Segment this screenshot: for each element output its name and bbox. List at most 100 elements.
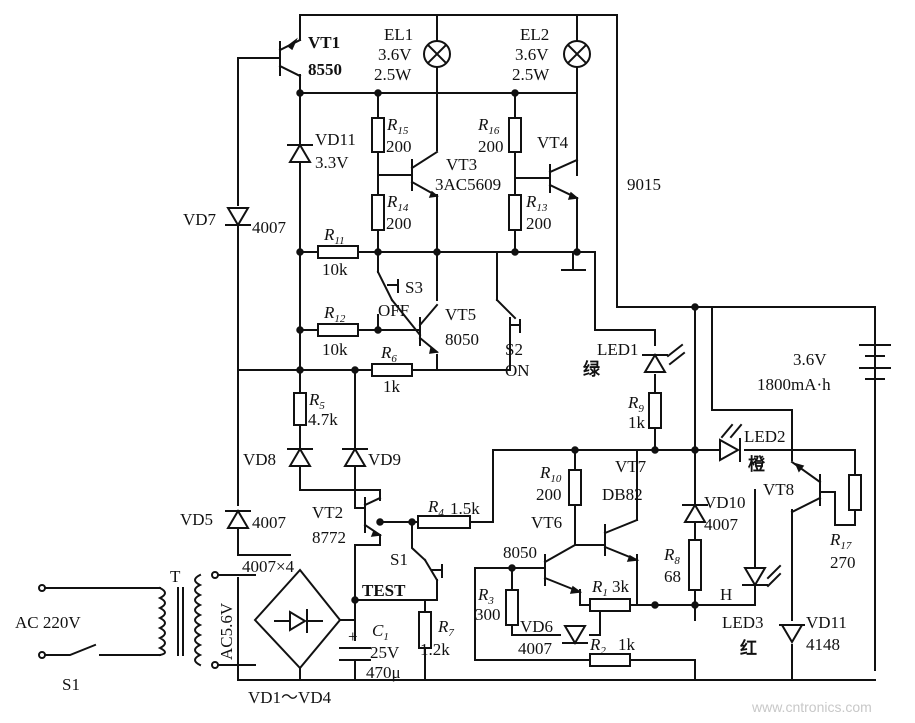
switch-s2 [495,298,521,333]
label-r8: R8 68 [663,545,681,586]
r6-line [237,317,511,371]
label-vt3: VT3 [446,155,477,174]
label-s1-test: S1 [390,550,408,569]
diode-vd9 [342,447,368,467]
label-el1-voltage: 3.6V [378,45,412,64]
junctions [296,89,699,609]
transistor-vt3 [410,150,439,198]
label-r6: R6 1k [380,343,401,396]
svg-text:300: 300 [475,605,501,624]
diode-vd8 [287,447,313,467]
resistor-r5 [293,392,307,426]
label-el2: EL2 [520,25,549,44]
label-led3: LED3 [722,613,764,632]
label-led2-color: 橙 [748,454,766,474]
svg-text:1.2k: 1.2k [420,640,450,659]
label-r3: R3 300 [475,585,501,624]
wires [41,14,876,681]
diode-vd11-zener [287,143,313,163]
label-vd10-value: 4007 [704,515,739,534]
label-node-h: H [720,585,732,604]
label-r4: R4 1.5k [427,497,480,519]
label-r9: R9 1k [627,393,646,432]
resistor-r9 [648,392,662,429]
label-r1: R1 3k [591,577,630,599]
resistor-r2 [589,653,631,667]
label-vd7-value: 4007 [252,218,287,237]
label-ac: AC 220V [15,613,81,632]
transistor-vt5 [418,303,440,354]
label-r11: R11 10k [322,225,348,279]
svg-text:R7: R7 [437,617,454,639]
svg-text:10k: 10k [322,340,348,359]
label-vd8: VD8 [243,450,276,469]
svg-text:1.5k: 1.5k [450,499,480,518]
label-el1-power: 2.5W [374,65,412,84]
resistor-r11 [317,245,359,259]
label-vd11-zener: VD11 [315,130,356,149]
resistor-r16 [508,117,522,153]
label-vd9: VD9 [368,450,401,469]
label-r17: R17 270 [829,530,856,572]
label-vt5: VT5 [445,305,476,324]
label-vd11-zener-value: 3.3V [315,153,349,172]
transistor-vt2 [363,496,383,537]
svg-text:200: 200 [478,137,504,156]
svg-text:R10: R10 [539,463,562,485]
svg-text:270: 270 [830,553,856,572]
label-vt6: VT6 [531,513,562,532]
r4-right [469,449,696,523]
positive-rail [299,14,696,621]
svg-text:10k: 10k [322,260,348,279]
lamp-el1 [423,40,451,68]
label-s2: S2 [505,340,523,359]
label-vt1-model: 8550 [308,60,342,79]
transistor-vt7 [603,518,640,562]
resistor-r15 [371,117,385,153]
label-s1-ac: S1 [62,675,80,694]
label-secondary: AC5.6V [217,602,236,660]
label-transformer: T [170,567,181,586]
diode-vd5 [225,509,251,529]
led-led1 [642,343,686,373]
transformer-t [38,571,219,669]
lamp-el2 [563,40,591,68]
label-vd11-signal-value: 4148 [806,635,840,654]
svg-text:R6: R6 [380,343,397,365]
r17-bottom [834,509,856,526]
vd8-bottom [299,467,381,491]
diode-vd10 [682,503,708,523]
resistor-r6 [371,363,413,377]
label-led3-color: 红 [740,638,757,658]
vd6-right [589,604,601,636]
label-vt4: VT4 [537,133,569,152]
diode-vd11-signal [779,624,805,644]
label-r15: R15 200 [386,115,412,156]
label-c1-plus: + [348,627,358,646]
label-vd5-value: 4007 [252,513,287,532]
svg-text:R13: R13 [525,192,548,214]
label-vd11-signal: VD11 [806,613,847,632]
svg-text:R5: R5 [308,390,325,412]
svg-text:R4: R4 [427,497,444,519]
label-vd6-value: 4007 [518,639,553,658]
transistor-vt1 [269,37,302,78]
label-r16: R16 200 [477,115,504,156]
svg-text:R12: R12 [323,303,346,325]
svg-text:R1: R1 [591,577,608,599]
label-vt7-model: DB82 [602,485,643,504]
resistor-r13 [508,194,522,231]
vt8-collector-wire [711,306,793,461]
label-led1-color: 绿 [583,359,601,379]
s1-test-top [411,521,427,562]
label-battery-voltage: 3.6V [793,350,827,369]
label-r5: R5 4.7k [308,390,338,429]
label-9015: 9015 [627,175,661,194]
label-vt2: VT2 [312,503,343,522]
label-bridge-name: VD1～VD4 [248,688,332,707]
label-vd5: VD5 [180,510,213,529]
svg-text:R15: R15 [386,115,409,137]
svg-text:1k: 1k [618,635,636,654]
svg-text:C1: C1 [372,621,389,643]
